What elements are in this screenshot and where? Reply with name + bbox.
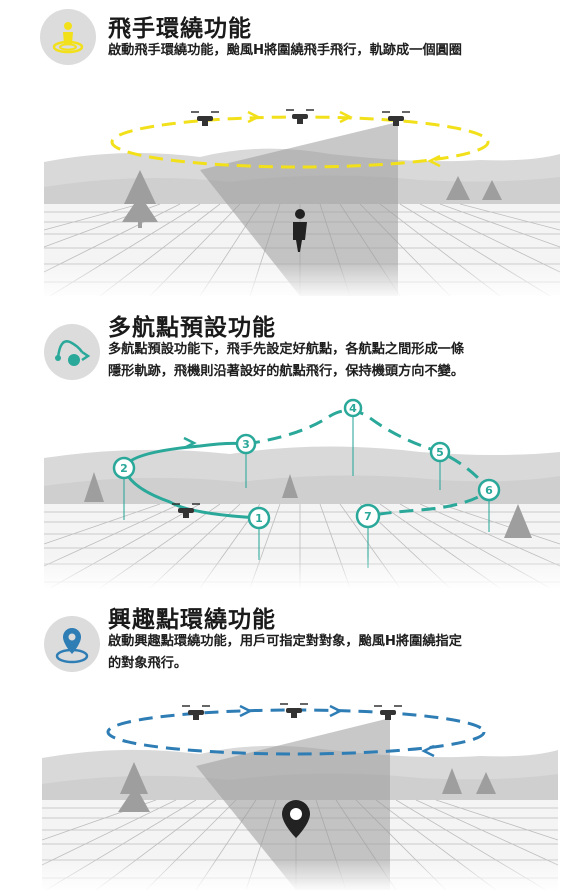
- waypoint-marker: 5: [429, 441, 451, 463]
- person-orbit-icon: [40, 9, 96, 65]
- waypoint-marker: 3: [235, 433, 257, 455]
- description-line: 啟動興趣點環繞功能，用戶可指定對對象，颱風H將圍繞指定: [108, 634, 462, 649]
- waypoint-marker: 2: [112, 456, 136, 480]
- waypoint-path-icon: [44, 324, 100, 380]
- waypoint-label: 3: [242, 438, 250, 451]
- description-line: 的對象飛行。: [108, 656, 188, 671]
- waypoint-label: 4: [349, 402, 357, 415]
- waypoint-marker: 1: [247, 506, 271, 530]
- waypoint-label: 1: [255, 512, 263, 525]
- section-description: 啟動飛手環繞功能，颱風H將圍繞飛手飛行，軌跡成一個圓圈: [108, 40, 462, 62]
- waypoint-scene: 1 2 3 4 5 6 7: [0, 396, 568, 590]
- waypoint-marker: 4: [343, 398, 363, 418]
- description-line: 多航點預設功能下，飛手先設定好航點，各航點之間形成一條: [108, 342, 465, 357]
- waypoint-marker: 6: [477, 478, 501, 502]
- section-description: 多航點預設功能下，飛手先設定好航點，各航點之間形成一條 隱形軌跡，飛機則沿著設好…: [108, 339, 464, 383]
- description-line: 啟動飛手環繞功能，颱風H將圍繞飛手飛行，軌跡成一個圓圈: [108, 43, 462, 58]
- section-waypoints: 多航點預設功能 多航點預設功能下，飛手先設定好航點，各航點之間形成一條 隱形軌跡…: [0, 300, 568, 590]
- section-title: 興趣點環繞功能: [108, 607, 276, 633]
- section-poi-orbit: 興趣點環繞功能 啟動興趣點環繞功能，用戶可指定對對象，颱風H將圍繞指定 的對象飛…: [0, 590, 568, 892]
- section-title: 多航點預設功能: [108, 315, 276, 341]
- description-line: 隱形軌跡，飛機則沿著設好的航點飛行，保持機頭方向不變。: [108, 364, 465, 379]
- orbit-scene: [0, 92, 568, 300]
- waypoint-label: 6: [485, 484, 493, 497]
- waypoint-label: 7: [364, 510, 372, 523]
- waypoint-label: 2: [120, 462, 128, 475]
- location-pin-icon: [44, 616, 100, 672]
- section-description: 啟動興趣點環繞功能，用戶可指定對對象，颱風H將圍繞指定 的對象飛行。: [108, 631, 462, 675]
- poi-orbit-scene: [0, 690, 568, 892]
- section-title: 飛手環繞功能: [108, 16, 252, 42]
- waypoint-marker: 7: [355, 503, 381, 529]
- section-pilot-orbit: 飛手環繞功能 啟動飛手環繞功能，颱風H將圍繞飛手飛行，軌跡成一個圓圈: [0, 0, 568, 300]
- waypoint-label: 5: [436, 446, 444, 459]
